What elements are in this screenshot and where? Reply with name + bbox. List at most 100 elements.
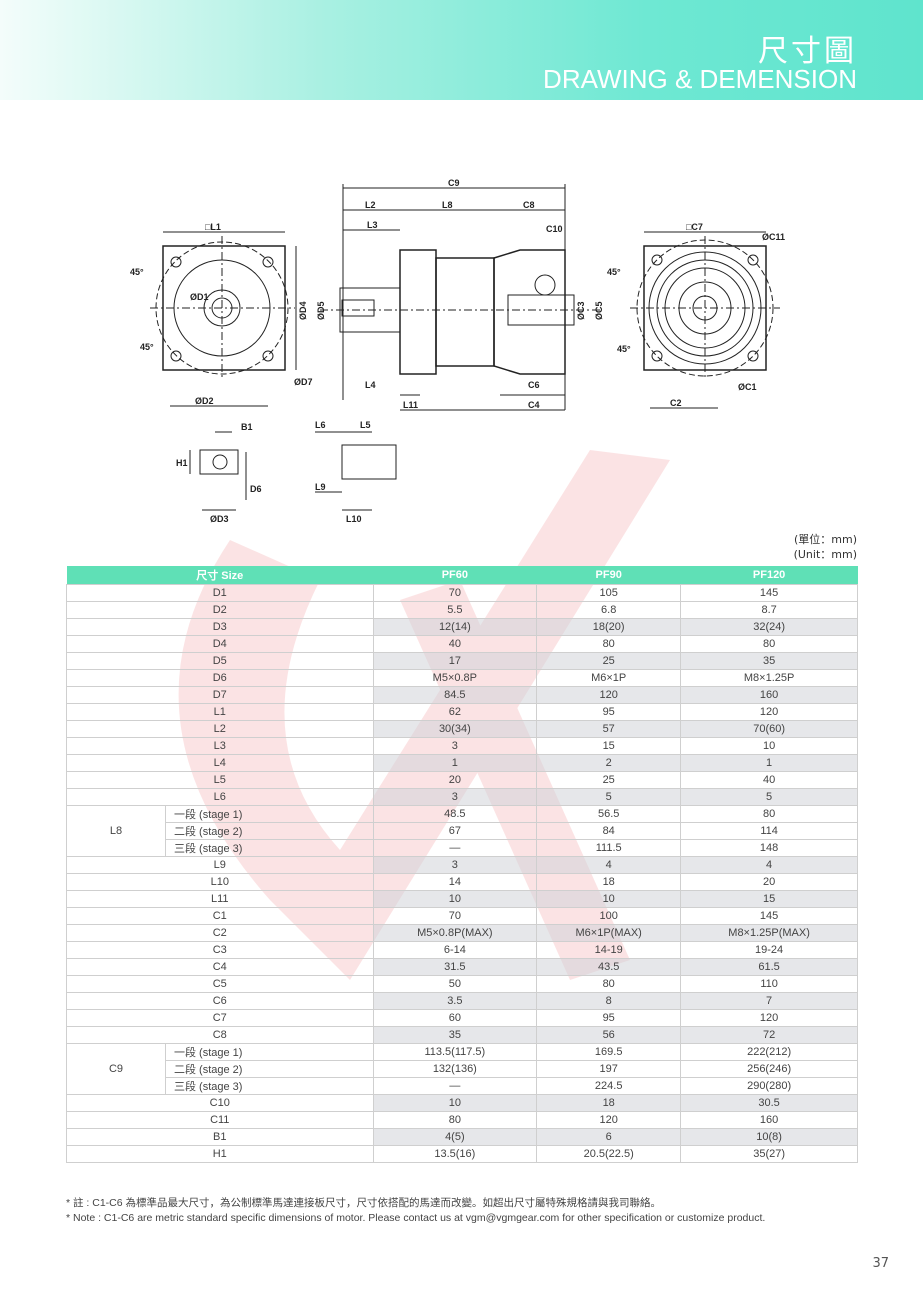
- row-label: C3: [66, 941, 374, 959]
- label-L10: L10: [346, 514, 362, 524]
- label-D5: ØD5: [316, 301, 326, 320]
- cell-value: M5×0.8P: [372, 669, 538, 687]
- label-L1: □L1: [205, 222, 221, 232]
- row-label: L2: [66, 720, 374, 738]
- page-number: 37: [872, 1256, 889, 1271]
- cell-value: 4(5): [372, 1128, 538, 1146]
- label-C3: ØC3: [576, 301, 586, 320]
- row-label: L9: [66, 856, 374, 874]
- dimension-drawing: □L1 ØD1 ØD2 ØD7 45° 45° C9 L2 L8 C8 L3: [130, 178, 785, 524]
- cell-value: 111.5: [536, 839, 682, 857]
- label-45deg: 45°: [607, 267, 621, 277]
- stage-label: 二段 (stage 2): [165, 822, 374, 840]
- cell-value: 67: [372, 822, 538, 840]
- cell-value: 5: [680, 788, 858, 806]
- row-label: L10: [66, 873, 374, 891]
- unit-note: (單位：mm) (Unit：mm): [794, 532, 857, 562]
- cell-value: 160: [680, 686, 858, 704]
- cell-value: 100: [536, 907, 682, 925]
- label-C5: ØC5: [594, 301, 604, 320]
- cell-value: 145: [680, 584, 858, 602]
- cell-value: 19-24: [680, 941, 858, 959]
- row-label: L4: [66, 754, 374, 772]
- row-label: B1: [66, 1128, 374, 1146]
- header-size: 尺寸 Size: [66, 566, 374, 585]
- cell-value: 110: [680, 975, 858, 993]
- cell-value: 70: [372, 907, 538, 925]
- cell-value: 18: [536, 873, 682, 891]
- cell-value: 80: [536, 975, 682, 993]
- row-label: L3: [66, 737, 374, 755]
- header-banner: 尺寸圖 DRAWING & DEMENSION: [0, 0, 923, 100]
- cell-value: 84.5: [372, 686, 538, 704]
- cell-value: 20: [680, 873, 858, 891]
- cell-value: 70(60): [680, 720, 858, 738]
- cell-value: 1: [680, 754, 858, 772]
- stage-label: 三段 (stage 3): [165, 839, 374, 857]
- row-label: D3: [66, 618, 374, 636]
- cell-value: 80: [372, 1111, 538, 1129]
- label-45deg: 45°: [617, 344, 631, 354]
- cell-value: 8.7: [680, 601, 858, 619]
- unit-zh: (單位：mm): [793, 533, 857, 546]
- cell-value: 12(14): [372, 618, 538, 636]
- label-45deg: 45°: [130, 267, 144, 277]
- row-label: C11: [66, 1111, 374, 1129]
- row-label: C2: [66, 924, 374, 942]
- cell-value: 3: [372, 856, 538, 874]
- cell-value: 57: [536, 720, 682, 738]
- label-L3: L3: [367, 220, 378, 230]
- cell-value: 17: [372, 652, 538, 670]
- cell-value: 120: [536, 1111, 682, 1129]
- label-L8: L8: [442, 200, 453, 210]
- row-label: H1: [66, 1145, 374, 1163]
- label-C8: C8: [523, 200, 535, 210]
- front-view: [150, 231, 297, 407]
- cell-value: 10: [680, 737, 858, 755]
- cell-value: 72: [680, 1026, 858, 1044]
- row-label: C4: [66, 958, 374, 976]
- row-label: C6: [66, 992, 374, 1010]
- cell-value: 3: [372, 737, 538, 755]
- cell-value: 80: [680, 805, 858, 823]
- cell-value: —: [372, 839, 538, 857]
- footnote-en: * Note : C1-C6 are metric standard speci…: [66, 1212, 766, 1224]
- cell-value: 120: [680, 1009, 858, 1027]
- cell-value: 10: [372, 1094, 538, 1112]
- cell-value: 95: [536, 1009, 682, 1027]
- label-C9: C9: [448, 178, 460, 188]
- label-H1: H1: [176, 458, 188, 468]
- stage-label: 一段 (stage 1): [165, 1043, 374, 1061]
- cell-value: 40: [372, 635, 538, 653]
- cell-value: 35: [372, 1026, 538, 1044]
- cell-value: 148: [680, 839, 858, 857]
- cell-value: 114: [680, 822, 858, 840]
- row-label: C8: [66, 1026, 374, 1044]
- cell-value: 160: [680, 1111, 858, 1129]
- row-label: C1: [66, 907, 374, 925]
- cell-value: 2: [536, 754, 682, 772]
- label-L4: L4: [365, 380, 376, 390]
- cell-value: M8×1.25P: [680, 669, 858, 687]
- row-label: L5: [66, 771, 374, 789]
- cell-value: 56.5: [536, 805, 682, 823]
- cell-value: 6.8: [536, 601, 682, 619]
- label-L2: L2: [365, 200, 376, 210]
- cell-value: 224.5: [536, 1077, 682, 1095]
- cell-value: 25: [536, 771, 682, 789]
- cell-value: 10: [372, 890, 538, 908]
- cell-value: 10: [536, 890, 682, 908]
